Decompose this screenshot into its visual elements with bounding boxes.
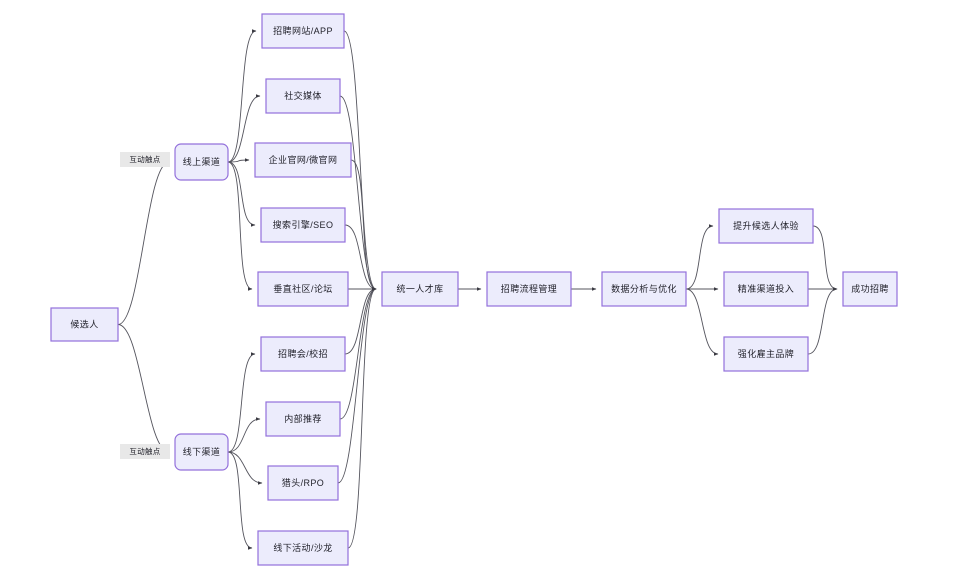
node-box-job-fair — [260, 336, 346, 372]
node-box-job-site — [261, 13, 345, 49]
node-box-analytics — [601, 271, 687, 307]
edge-label-touchpoint-online: 互动触点 — [120, 152, 170, 167]
node-analytics[interactable]: 数据分析与优化 — [601, 271, 687, 307]
edges-layer — [117, 29, 838, 550]
node-label-community: 垂直社区/论坛 — [273, 283, 332, 294]
node-label-success: 成功招聘 — [851, 283, 889, 294]
node-box-online — [174, 143, 229, 181]
edge-job-fair-to-talent-pool — [344, 287, 377, 355]
node-online[interactable]: 线上渠道 — [174, 143, 229, 181]
node-label-experience: 提升候选人体验 — [733, 220, 799, 231]
edge-online-to-corp-site — [227, 158, 250, 163]
node-label-offline: 线下渠道 — [183, 446, 221, 457]
node-box-experience — [718, 208, 814, 244]
node-box-corp-site — [254, 142, 352, 178]
node-experience[interactable]: 提升候选人体验 — [718, 208, 814, 244]
edge-label-text-touchpoint-offline: 互动触点 — [129, 446, 160, 456]
node-employer-brand[interactable]: 强化雇主品牌 — [723, 336, 809, 372]
node-box-offline — [174, 433, 229, 471]
node-label-talent-pool: 统一人才库 — [396, 283, 443, 294]
node-box-seo — [260, 207, 346, 243]
edge-corp-site-to-talent-pool — [350, 159, 377, 291]
edge-label-bg-touchpoint-online — [120, 152, 170, 167]
edge-candidate-to-online — [117, 160, 170, 325]
node-process-mgmt[interactable]: 招聘流程管理 — [486, 271, 572, 307]
edge-offline-event-to-talent-pool — [347, 287, 377, 549]
edge-label-touchpoint-offline: 互动触点 — [120, 444, 170, 459]
node-referral[interactable]: 内部推荐 — [265, 401, 341, 437]
node-box-candidate — [50, 307, 119, 342]
edge-online-to-job-site — [227, 29, 257, 163]
edge-analytics-to-experience — [685, 224, 714, 290]
node-label-offline-event: 线下活动/沙龙 — [273, 542, 332, 553]
edge-label-bg-touchpoint-offline — [120, 444, 170, 459]
node-label-seo: 搜索引擎/SEO — [273, 219, 334, 230]
edge-experience-to-success — [812, 225, 838, 291]
edge-offline-to-job-fair — [227, 352, 256, 453]
node-offline-event[interactable]: 线下活动/沙龙 — [257, 530, 349, 566]
node-label-referral: 内部推荐 — [284, 413, 322, 424]
edge-offline-to-headhunt — [227, 451, 263, 485]
node-box-talent-pool — [381, 271, 459, 307]
edge-social-to-talent-pool — [339, 95, 377, 291]
edge-online-to-seo — [227, 161, 256, 227]
node-job-fair[interactable]: 招聘会/校招 — [260, 336, 346, 372]
node-seo[interactable]: 搜索引擎/SEO — [260, 207, 346, 243]
edge-referral-to-talent-pool — [339, 287, 377, 420]
edge-offline-to-offline-event — [227, 451, 253, 550]
node-community[interactable]: 垂直社区/论坛 — [257, 271, 349, 307]
node-success[interactable]: 成功招聘 — [842, 271, 898, 307]
node-headhunt[interactable]: 猎头/RPO — [267, 465, 339, 501]
node-box-precise-spend — [723, 271, 809, 307]
node-corp-site[interactable]: 企业官网/微官网 — [254, 142, 352, 178]
node-talent-pool[interactable]: 统一人才库 — [381, 271, 459, 307]
node-precise-spend[interactable]: 精准渠道投入 — [723, 271, 809, 307]
edge-seo-to-talent-pool — [344, 224, 377, 291]
edge-online-to-social — [227, 94, 261, 163]
edge-headhunt-to-talent-pool — [337, 287, 377, 484]
node-box-process-mgmt — [486, 271, 572, 307]
edge-label-text-touchpoint-online: 互动触点 — [129, 154, 160, 164]
node-social[interactable]: 社交媒体 — [265, 78, 341, 114]
node-label-corp-site: 企业官网/微官网 — [269, 154, 338, 165]
node-label-analytics: 数据分析与优化 — [611, 283, 677, 294]
edge-online-to-community — [227, 161, 253, 291]
node-box-social — [265, 78, 341, 114]
node-box-headhunt — [267, 465, 339, 501]
node-box-success — [842, 271, 898, 307]
node-label-headhunt: 猎头/RPO — [282, 477, 324, 488]
edge-candidate-to-offline — [117, 324, 170, 454]
node-box-referral — [265, 401, 341, 437]
node-label-process-mgmt: 招聘流程管理 — [501, 283, 557, 294]
node-label-online: 线上渠道 — [183, 156, 221, 167]
node-box-employer-brand — [723, 336, 809, 372]
node-label-social: 社交媒体 — [284, 90, 322, 101]
node-box-community — [257, 271, 349, 307]
node-label-employer-brand: 强化雇主品牌 — [738, 348, 794, 359]
node-job-site[interactable]: 招聘网站/APP — [261, 13, 345, 49]
node-box-offline-event — [257, 530, 349, 566]
node-label-job-fair: 招聘会/校招 — [278, 348, 328, 359]
edge-analytics-to-employer-brand — [685, 288, 719, 356]
node-label-precise-spend: 精准渠道投入 — [738, 283, 794, 294]
node-label-candidate: 候选人 — [70, 318, 98, 329]
edge-employer-brand-to-success — [807, 287, 838, 355]
node-candidate[interactable]: 候选人 — [50, 307, 119, 342]
node-offline[interactable]: 线下渠道 — [174, 433, 229, 471]
edge-offline-to-referral — [227, 417, 261, 453]
node-label-job-site: 招聘网站/APP — [273, 25, 333, 36]
edge-job-site-to-talent-pool — [343, 30, 377, 291]
